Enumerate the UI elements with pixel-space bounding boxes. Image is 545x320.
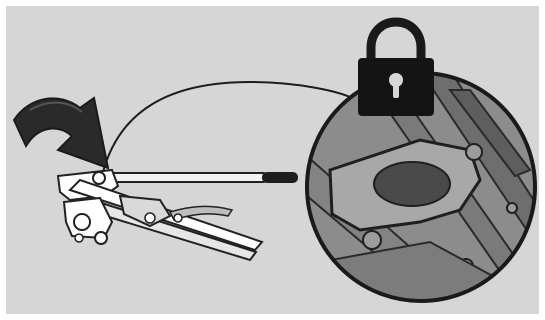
padlock-icon (358, 22, 434, 116)
latch-slot (374, 162, 450, 206)
handle-rod (96, 173, 266, 182)
curved-arrow-icon (14, 98, 108, 168)
pivot-bolt (174, 214, 182, 222)
pivot-bolt (93, 172, 105, 184)
pivot-bolt (95, 232, 107, 244)
pivot-bolt (75, 234, 83, 242)
pivot-bolt (74, 214, 90, 230)
handle-grip (262, 172, 298, 183)
mechanism-assembly (58, 170, 298, 260)
pivot-bolt (145, 213, 155, 223)
